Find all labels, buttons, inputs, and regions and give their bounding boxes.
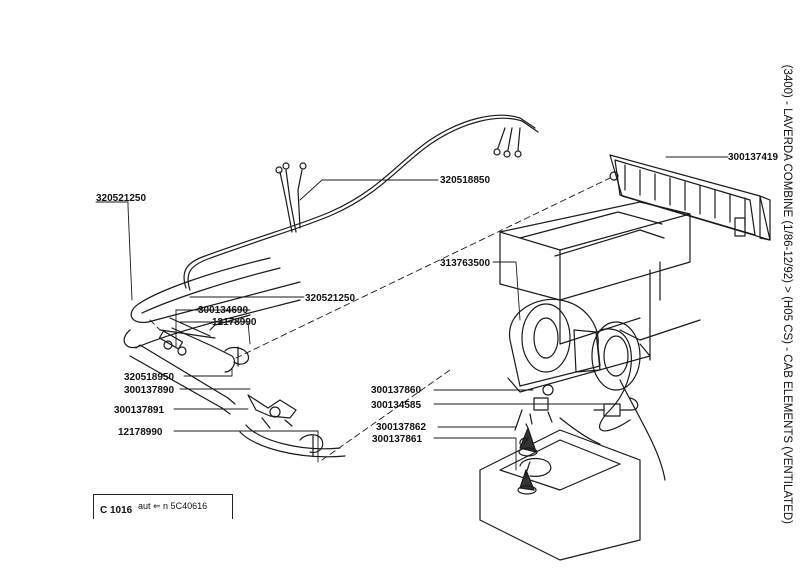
side-title-text: (3400) - LAVERDA COMBINE (1/86-12/92) > … xyxy=(780,64,793,524)
label-hose-long-top: 320521250 xyxy=(96,193,146,204)
label-switch-b: 300134585 xyxy=(371,400,421,411)
label-switch-a: 300137860 xyxy=(371,385,421,396)
heater-unit-drawing xyxy=(609,154,771,241)
blower-motor-drawing xyxy=(507,298,666,481)
label-hose-short: 320518950 xyxy=(124,372,174,383)
label-knob-a: 300137862 xyxy=(376,422,426,433)
label-wiring-harness: 320518850 xyxy=(440,175,490,186)
switches-and-knobs-drawing xyxy=(514,384,639,495)
callout-lines xyxy=(95,156,729,471)
label-hose-clamp-bottom: 12178990 xyxy=(118,427,163,438)
dashed-assembly-lines xyxy=(149,177,611,461)
side-title: (3400) - LAVERDA COMBINE (1/86-12/92) > … xyxy=(768,0,805,588)
label-valve: 300137890 xyxy=(124,385,174,396)
reference-box: C 1016 aut ⇐ n 5C40616 xyxy=(93,494,233,519)
cab-housing-drawing xyxy=(479,201,701,561)
reference-code: C 1016 xyxy=(100,505,133,516)
label-hose-connector: 300134690 xyxy=(198,305,248,316)
label-hose-mid: 320521250 xyxy=(305,293,355,304)
hoses-drawing xyxy=(123,257,301,415)
wiring-harness-drawing xyxy=(183,114,539,291)
label-knob-b: 300137861 xyxy=(372,434,422,445)
label-hose-clamp-top: 12178990 xyxy=(212,317,257,328)
reference-note: aut ⇐ n 5C40616 xyxy=(138,501,208,511)
hose-connector-drawing xyxy=(158,330,250,367)
label-fitting: 300137891 xyxy=(114,405,164,416)
valve-drawing xyxy=(239,394,346,458)
label-heater-unit: 300137419 xyxy=(728,152,778,163)
label-blower-motor: 313763500 xyxy=(440,258,490,269)
